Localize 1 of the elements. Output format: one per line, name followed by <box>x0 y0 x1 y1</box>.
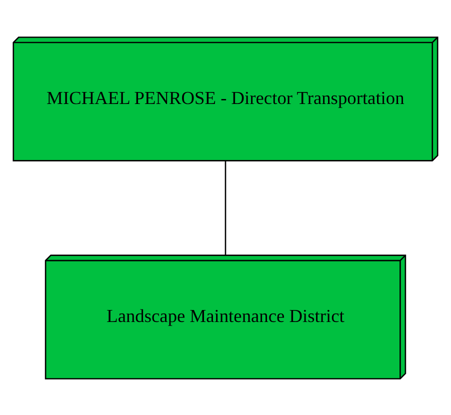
connector <box>224 160 226 255</box>
